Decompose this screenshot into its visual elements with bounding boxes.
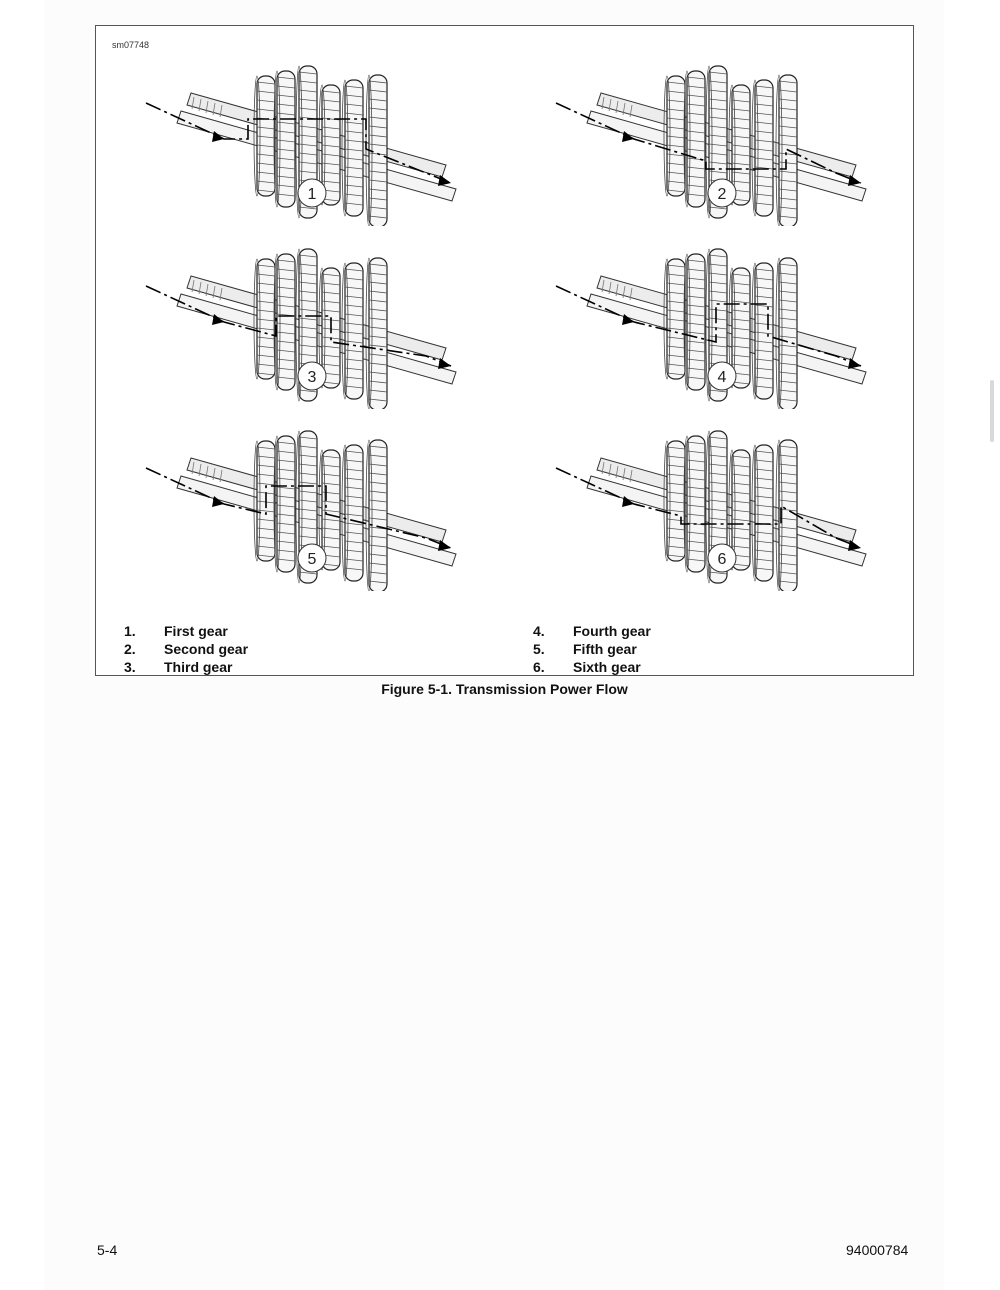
- power-flow-path: [145, 467, 452, 549]
- panel-number-marker: 4: [707, 361, 737, 391]
- gear: [751, 262, 774, 400]
- panel-number-label: 3: [308, 369, 317, 386]
- panel-number-label: 2: [718, 186, 727, 203]
- gear: [683, 70, 706, 208]
- gearbox-illustration: 1: [145, 65, 457, 226]
- gear: [341, 444, 364, 582]
- document-number: 94000784: [846, 1242, 909, 1258]
- gear: [728, 449, 751, 571]
- gearbox-illustration: 2: [555, 65, 867, 226]
- flow-arrowhead: [848, 540, 861, 551]
- gear: [775, 74, 798, 226]
- figure-frame: sm07748 1 2 3 4 5 6 1.First gear 2.Secon…: [95, 25, 914, 676]
- flow-arrowhead: [438, 175, 451, 186]
- flow-arrowhead: [622, 314, 634, 325]
- gear: [775, 439, 798, 591]
- power-flow-path: [145, 285, 452, 367]
- gearbox-illustration: 3: [145, 248, 457, 409]
- gear: [663, 440, 686, 562]
- gear: [341, 262, 364, 400]
- flow-arrowhead: [848, 358, 861, 369]
- gear: [365, 439, 388, 591]
- gear: [273, 435, 296, 573]
- gear: [273, 70, 296, 208]
- panel-number-marker: 1: [297, 178, 327, 208]
- gearbox-illustration: 5: [145, 430, 457, 591]
- gear: [728, 267, 751, 389]
- gear: [273, 253, 296, 391]
- gear: [663, 75, 686, 197]
- legend-item: 2.Second gear: [124, 641, 249, 657]
- legend-item: 3.Third gear: [124, 659, 233, 675]
- gear-panel-6: 6: [536, 406, 886, 591]
- panel-number-label: 4: [718, 369, 727, 386]
- panel-number-label: 6: [718, 551, 727, 568]
- flow-arrowhead: [438, 540, 451, 551]
- legend-left: 1.First gear 2.Second gear 3.Third gear: [124, 622, 248, 676]
- gear: [253, 258, 276, 380]
- legend-item: 4.Fourth gear: [533, 623, 651, 639]
- gear: [341, 79, 364, 217]
- flow-arrowhead: [212, 496, 224, 507]
- gearbox-illustration: 4: [555, 248, 867, 409]
- flow-arrowhead: [212, 131, 224, 142]
- panel-number-marker: 5: [297, 543, 327, 573]
- panel-number-label: 1: [308, 186, 317, 203]
- flow-arrowhead: [438, 358, 451, 369]
- gear-panel-2: 2: [536, 41, 886, 226]
- gear: [253, 440, 276, 562]
- flow-arrowhead: [622, 131, 634, 142]
- figure-caption: Figure 5-1. Transmission Power Flow: [381, 681, 628, 697]
- gearbox-illustration: 6: [555, 430, 867, 591]
- gear: [728, 84, 751, 206]
- gear: [365, 257, 388, 409]
- figure-id-label: sm07748: [112, 40, 150, 50]
- gear: [683, 435, 706, 573]
- gear: [683, 253, 706, 391]
- gear: [775, 257, 798, 409]
- legend-item: 6.Sixth gear: [533, 659, 641, 675]
- gear: [253, 75, 276, 197]
- gear: [751, 79, 774, 217]
- flow-arrowhead: [848, 175, 861, 186]
- scrollbar-thumb[interactable]: [990, 380, 994, 442]
- panel-number-label: 5: [308, 551, 317, 568]
- flow-arrowhead: [212, 314, 224, 325]
- panel-number-marker: 2: [707, 178, 737, 208]
- power-flow-path: [555, 102, 862, 184]
- power-flow-path: [555, 285, 862, 367]
- gear-panel-4: 4: [536, 224, 886, 409]
- power-flow-path: [145, 102, 452, 184]
- legend-item: 1.First gear: [124, 623, 228, 639]
- page-number: 5-4: [97, 1242, 118, 1258]
- gear: [751, 444, 774, 582]
- gear-panel-3: 3: [126, 224, 476, 409]
- panel-number-marker: 6: [707, 543, 737, 573]
- gear-panel-5: 5: [126, 406, 476, 591]
- legend-item: 5.Fifth gear: [533, 641, 637, 657]
- legend-right: 4.Fourth gear 5.Fifth gear 6.Sixth gear: [533, 622, 651, 676]
- gear: [663, 258, 686, 380]
- panel-number-marker: 3: [297, 361, 327, 391]
- gear-panel-1: 1: [126, 41, 476, 226]
- flow-arrowhead: [622, 496, 634, 507]
- gear: [318, 449, 341, 571]
- power-flow-path: [555, 467, 862, 549]
